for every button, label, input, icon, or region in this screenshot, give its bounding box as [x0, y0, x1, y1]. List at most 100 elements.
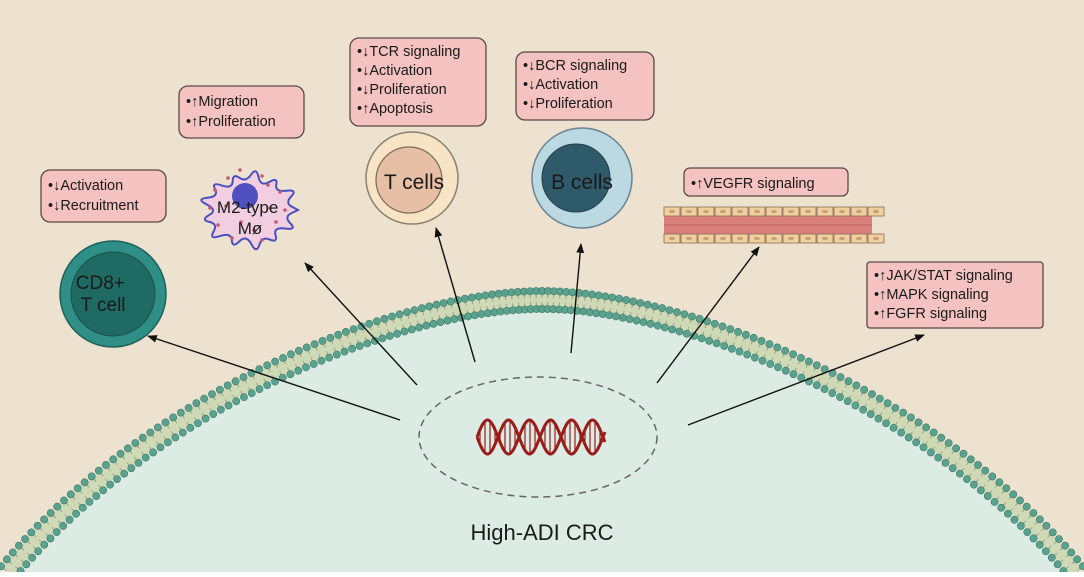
lipid-head	[612, 313, 619, 320]
lipid-head	[142, 454, 149, 461]
lipid-head	[208, 391, 215, 398]
lipid-head	[335, 331, 342, 338]
lipid-head	[349, 345, 356, 352]
lipid-head	[905, 434, 912, 441]
lipid-head	[1003, 485, 1010, 492]
box-cd8-item: •↓Activation	[48, 178, 123, 194]
lipid-head	[484, 310, 491, 317]
endothelial-nucleus	[686, 237, 692, 240]
lipid-head	[430, 320, 437, 327]
lipid-head	[423, 322, 430, 329]
lipid-head	[651, 303, 658, 310]
lipid-head	[128, 465, 135, 472]
endothelial-nucleus	[686, 210, 692, 213]
lipid-head	[991, 498, 998, 505]
lipid-head	[193, 400, 200, 407]
lipid-head	[388, 313, 395, 320]
box-signaling: •↑JAK/STAT signaling •↑MAPK signaling •↑…	[867, 262, 1043, 328]
lipid-head	[132, 439, 139, 446]
box-t-cells-item: •↓TCR signaling	[357, 44, 460, 60]
lipid-head	[619, 314, 626, 321]
macrophage-label-line-2: Mø	[238, 219, 263, 238]
lipid-head	[60, 522, 67, 529]
lipid-head	[861, 386, 868, 393]
lipid-head	[100, 487, 107, 494]
lipid-head	[411, 307, 418, 314]
box-t-cells-item: •↑Apoptosis	[357, 101, 433, 117]
lipid-head	[172, 434, 179, 441]
box-cd8: •↓Activation •↓Recruitment	[41, 170, 166, 222]
lipid-head	[759, 357, 766, 364]
lipid-head	[366, 320, 373, 327]
lipid-head	[659, 305, 666, 312]
lipid-head	[734, 328, 741, 335]
lipid-head	[478, 311, 485, 318]
lipid-head	[713, 340, 720, 347]
granule	[274, 220, 278, 224]
lipid-head	[381, 315, 388, 322]
lipid-head	[984, 492, 991, 499]
lipid-head	[444, 317, 451, 324]
lipid-head	[17, 567, 24, 572]
lipid-head	[232, 378, 239, 385]
lipid-head	[264, 382, 271, 389]
lipid-head	[744, 351, 751, 358]
box-b-cells-item: •↓Proliferation	[523, 96, 613, 112]
lipid-head	[73, 510, 80, 517]
lipid-head	[295, 367, 302, 374]
lipid-head	[79, 504, 86, 511]
lipid-head	[264, 362, 271, 369]
lipid-head	[318, 357, 325, 364]
lipid-head	[1049, 529, 1056, 536]
lipid-head	[1062, 542, 1069, 549]
lipid-head	[963, 476, 970, 483]
lipid-head	[900, 409, 907, 416]
lipid-head	[86, 498, 93, 505]
lipid-head	[447, 298, 454, 305]
lipid-head	[29, 554, 36, 561]
granule	[278, 190, 282, 194]
box-b-cells: •↓BCR signaling •↓Activation •↓Prolifera…	[516, 52, 654, 120]
lipid-head	[135, 459, 142, 466]
lipid-head	[942, 459, 949, 466]
lipid-head	[106, 481, 113, 488]
lipid-head	[401, 328, 408, 335]
endothelial-nucleus	[669, 210, 675, 213]
cd8-label-line-1: CD8+	[76, 273, 125, 294]
lipid-head	[53, 529, 60, 536]
vessel-endothelium-top	[664, 207, 884, 216]
lipid-head	[666, 307, 673, 314]
vessel-endothelium-bottom	[664, 234, 884, 243]
endothelial-nucleus	[822, 237, 828, 240]
lipid-head	[876, 395, 883, 402]
box-t-cells: •↓TCR signaling •↓Activation •↓Prolifera…	[350, 38, 486, 126]
lipid-head	[1036, 541, 1043, 548]
lipid-head	[311, 341, 318, 348]
lipid-head	[640, 319, 647, 326]
lipid-head	[766, 341, 773, 348]
lipid-head	[233, 398, 240, 405]
box-macrophage-item: •↑Migration	[186, 94, 258, 110]
lipid-head	[599, 311, 606, 318]
lipid-head	[606, 312, 613, 319]
lipid-head	[35, 548, 42, 555]
lipid-head	[721, 342, 728, 349]
lipid-head	[751, 354, 758, 361]
cd8-t-cell: CD8+ T cell	[60, 241, 166, 347]
lipid-head	[1030, 535, 1037, 542]
lipid-head	[626, 315, 633, 322]
lipid-head	[602, 293, 609, 300]
lipid-head	[471, 312, 478, 319]
lipid-head	[0, 563, 5, 570]
lipid-head	[935, 454, 942, 461]
lipid-head	[303, 344, 310, 351]
blood-vessel	[664, 207, 884, 243]
lipid-head	[982, 467, 989, 474]
lipid-head	[1079, 563, 1084, 570]
lipid-head	[633, 317, 640, 324]
lipid-head	[95, 467, 102, 474]
b-cell: B cells	[532, 128, 632, 228]
lipid-head	[386, 332, 393, 339]
lipid-head	[970, 481, 977, 488]
lipid-head	[892, 404, 899, 411]
